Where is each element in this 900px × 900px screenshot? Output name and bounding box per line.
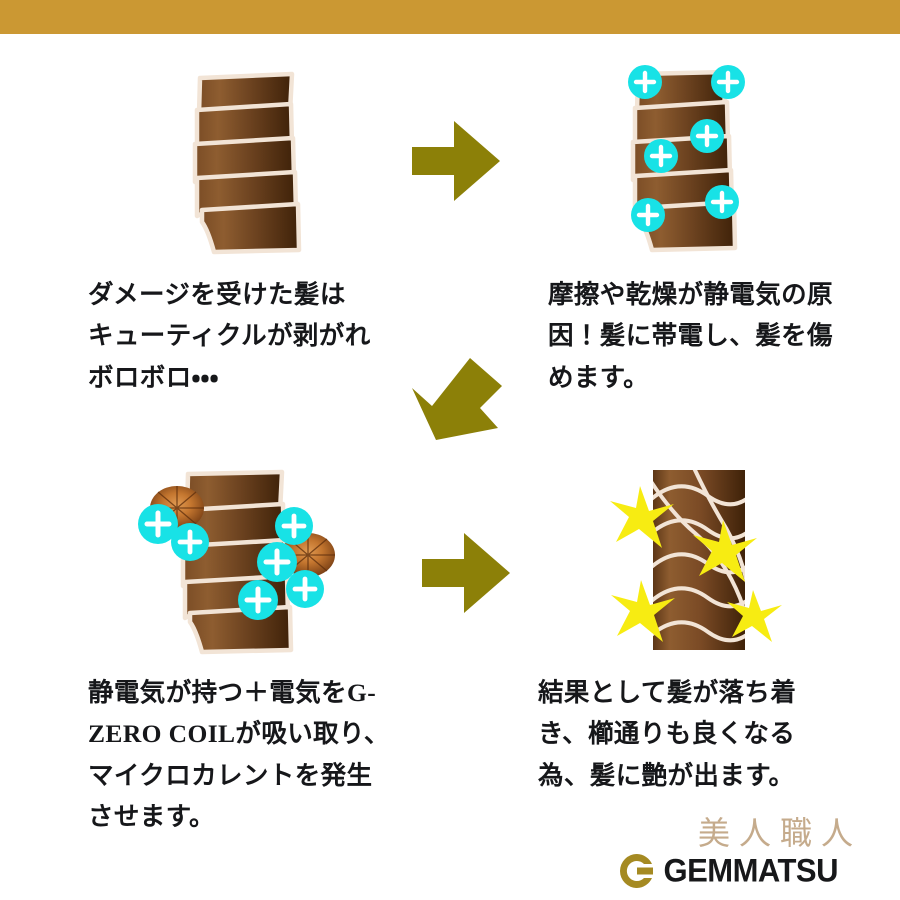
sparkle-icon [611, 580, 675, 642]
panel-coil-absorbs-art [88, 458, 408, 668]
panel-static-charge-caption: 摩擦や乾燥が静電気の原 因！髪に帯電し、髪を傷 めます。 [548, 280, 833, 392]
arrow-right-icon [422, 533, 510, 613]
sparkle-group [610, 486, 782, 642]
brand-wordmark: GEMMATSU [663, 851, 838, 890]
panel-coil-absorbs: 静電気が持つ＋電気をG- ZERO COILが吸い取り、 マイクロカレントを発生… [88, 458, 408, 837]
arrow-step-1-to-2 [408, 115, 504, 207]
charge-bubble [138, 504, 178, 544]
charge-bubble [286, 570, 324, 608]
sparkle-icon [610, 486, 674, 548]
brand-tagline: 美人職人 [697, 815, 862, 851]
coil-absorbing-svg [138, 469, 335, 655]
charged-cuticle-svg [628, 65, 745, 253]
panel-coil-absorbs-caption: 静電気が持つ＋電気をG- ZERO COILが吸い取り、 マイクロカレントを発生… [88, 678, 390, 831]
damaged-cuticle-svg [192, 71, 302, 255]
panel-healthy-hair-art [538, 458, 858, 668]
sparkle-icon [693, 520, 757, 582]
damaged-cuticle-illustration [180, 58, 310, 258]
charge-bubble [644, 139, 678, 173]
charge-bubble [257, 542, 297, 582]
charge-bubble [628, 65, 662, 99]
brand-logo: GEMMATSU [618, 852, 838, 890]
arrow-step-2-to-3 [398, 352, 508, 452]
panel-damaged-hair: ダメージを受けた髪は キューティクルが剥がれ ボロボロ・・・ [88, 58, 408, 398]
panel-healthy-hair-caption: 結果として髪が落ち着 き、櫛通りも良くなる 為、髪に艶が出ます。 [538, 678, 797, 790]
top-gold-banner [0, 0, 900, 34]
g-monogram-icon [618, 852, 656, 890]
charge-bubble [711, 65, 745, 99]
coil-absorbing-illustration [122, 458, 352, 658]
healthy-hair-svg [610, 470, 782, 650]
panel-static-charge-art [548, 58, 868, 268]
charge-bubble [705, 185, 739, 219]
charge-bubble [690, 119, 724, 153]
panel-damaged-hair-caption: ダメージを受けた髪は キューティクルが剥がれ ボロボロ・・・ [88, 280, 371, 392]
charge-bubble [238, 580, 278, 620]
sparkle-icon [727, 590, 782, 642]
charge-bubble [275, 507, 313, 545]
healthy-hair-illustration [598, 458, 798, 658]
charge-bubble [631, 198, 665, 232]
arrow-down-left-icon [412, 358, 502, 440]
panel-static-charge: 摩擦や乾燥が静電気の原 因！髪に帯電し、髪を傷 めます。 [548, 58, 868, 398]
charge-bubble-group [628, 65, 745, 232]
charge-bubble [171, 523, 209, 561]
panel-damaged-hair-art [88, 58, 408, 268]
charge-bubble-group [138, 504, 324, 620]
charged-cuticle-illustration [610, 58, 760, 258]
arrow-step-3-to-4 [418, 527, 514, 619]
arrow-right-icon [412, 121, 500, 201]
panel-healthy-hair: 結果として髪が落ち着 き、櫛通りも良くなる 為、髪に艶が出ます。 [538, 458, 858, 796]
